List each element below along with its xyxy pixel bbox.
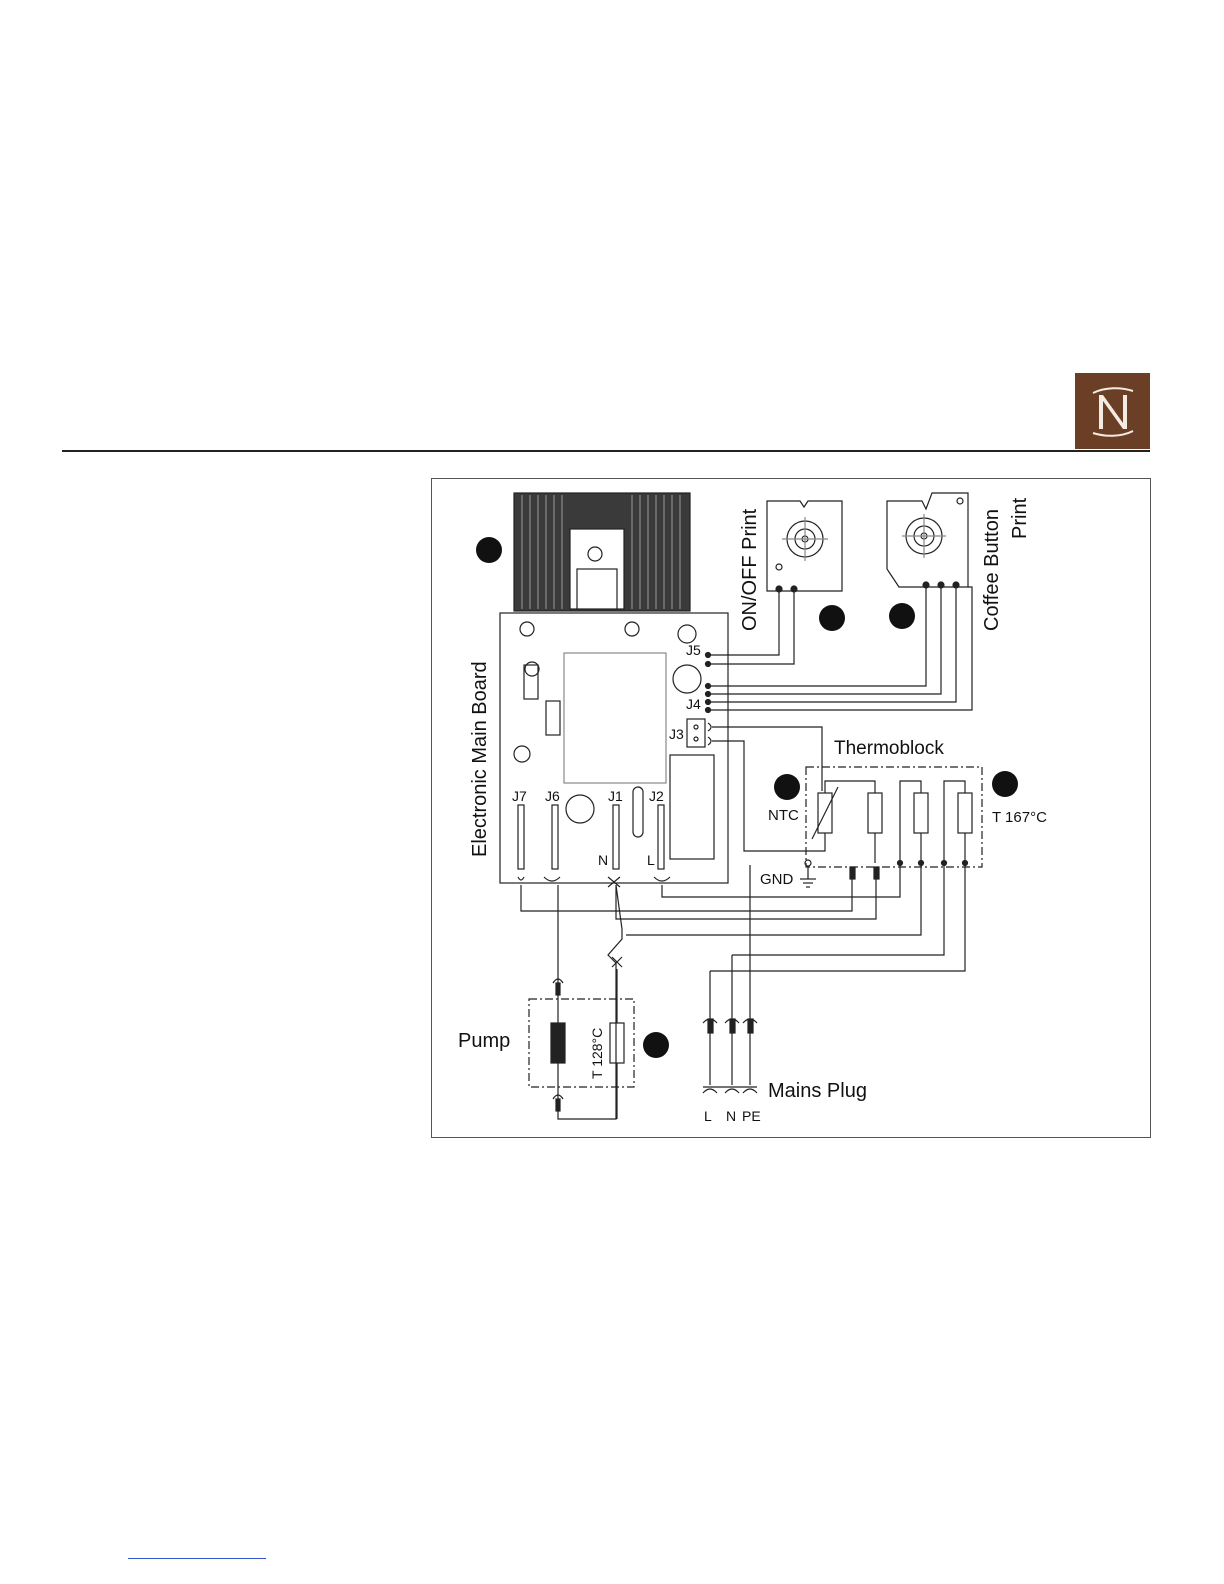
connector-j3: J3 — [669, 726, 684, 742]
thermoblock-label: Thermoblock — [834, 738, 944, 759]
header-rule — [62, 450, 1150, 452]
connector-j6: J6 — [545, 788, 560, 804]
callout-1 — [476, 537, 502, 563]
callout-3 — [889, 603, 915, 629]
coffee-button-print — [887, 493, 968, 588]
plug-l-label: L — [704, 1108, 712, 1124]
brand-logo — [1075, 373, 1150, 449]
thermo-connectors — [850, 867, 879, 879]
plug-n-label: N — [726, 1108, 736, 1124]
thermo-fuse-label: T 167°C — [992, 809, 1047, 826]
onoff-print-label: ON/OFF Print — [739, 508, 761, 631]
connector-n: N — [598, 852, 608, 868]
pump-fuse-label: T 128°C — [589, 1028, 605, 1079]
mains-plug — [703, 1019, 757, 1093]
callout-2 — [819, 605, 845, 631]
connector-l: L — [647, 852, 655, 868]
mains-plug-label: Mains Plug — [768, 1080, 867, 1102]
connector-j1: J1 — [608, 788, 623, 804]
ntc-label: NTC — [768, 807, 799, 824]
main-board-label: Electronic Main Board — [469, 661, 491, 857]
connector-j7: J7 — [512, 788, 527, 804]
callout-6 — [643, 1032, 669, 1058]
connector-j2: J2 — [649, 788, 664, 804]
callout-4 — [774, 774, 800, 800]
lower-wiring — [521, 863, 965, 1119]
callout-5 — [992, 771, 1018, 797]
connector-j5: J5 — [686, 642, 701, 658]
nespresso-n-logo-icon — [1075, 373, 1150, 449]
wiring-diagram: Electronic Main Board ON/OFF Print Coffe… — [431, 478, 1151, 1138]
connector-j4: J4 — [686, 696, 701, 712]
gnd-label: GND — [760, 871, 794, 888]
coffee-button-label-line2: Print — [1009, 497, 1031, 539]
pump-assembly — [529, 957, 634, 1119]
onoff-print — [767, 501, 842, 592]
coffee-button-label-line1: Coffee Button — [981, 509, 1003, 631]
footer-link-underline[interactable] — [128, 1558, 266, 1559]
wiring-diagram-svg: Electronic Main Board ON/OFF Print Coffe… — [432, 479, 1152, 1139]
plug-pe-label: PE — [742, 1108, 761, 1124]
pump-label: Pump — [458, 1030, 510, 1052]
heatsink — [514, 493, 690, 611]
thermoblock — [800, 767, 982, 887]
